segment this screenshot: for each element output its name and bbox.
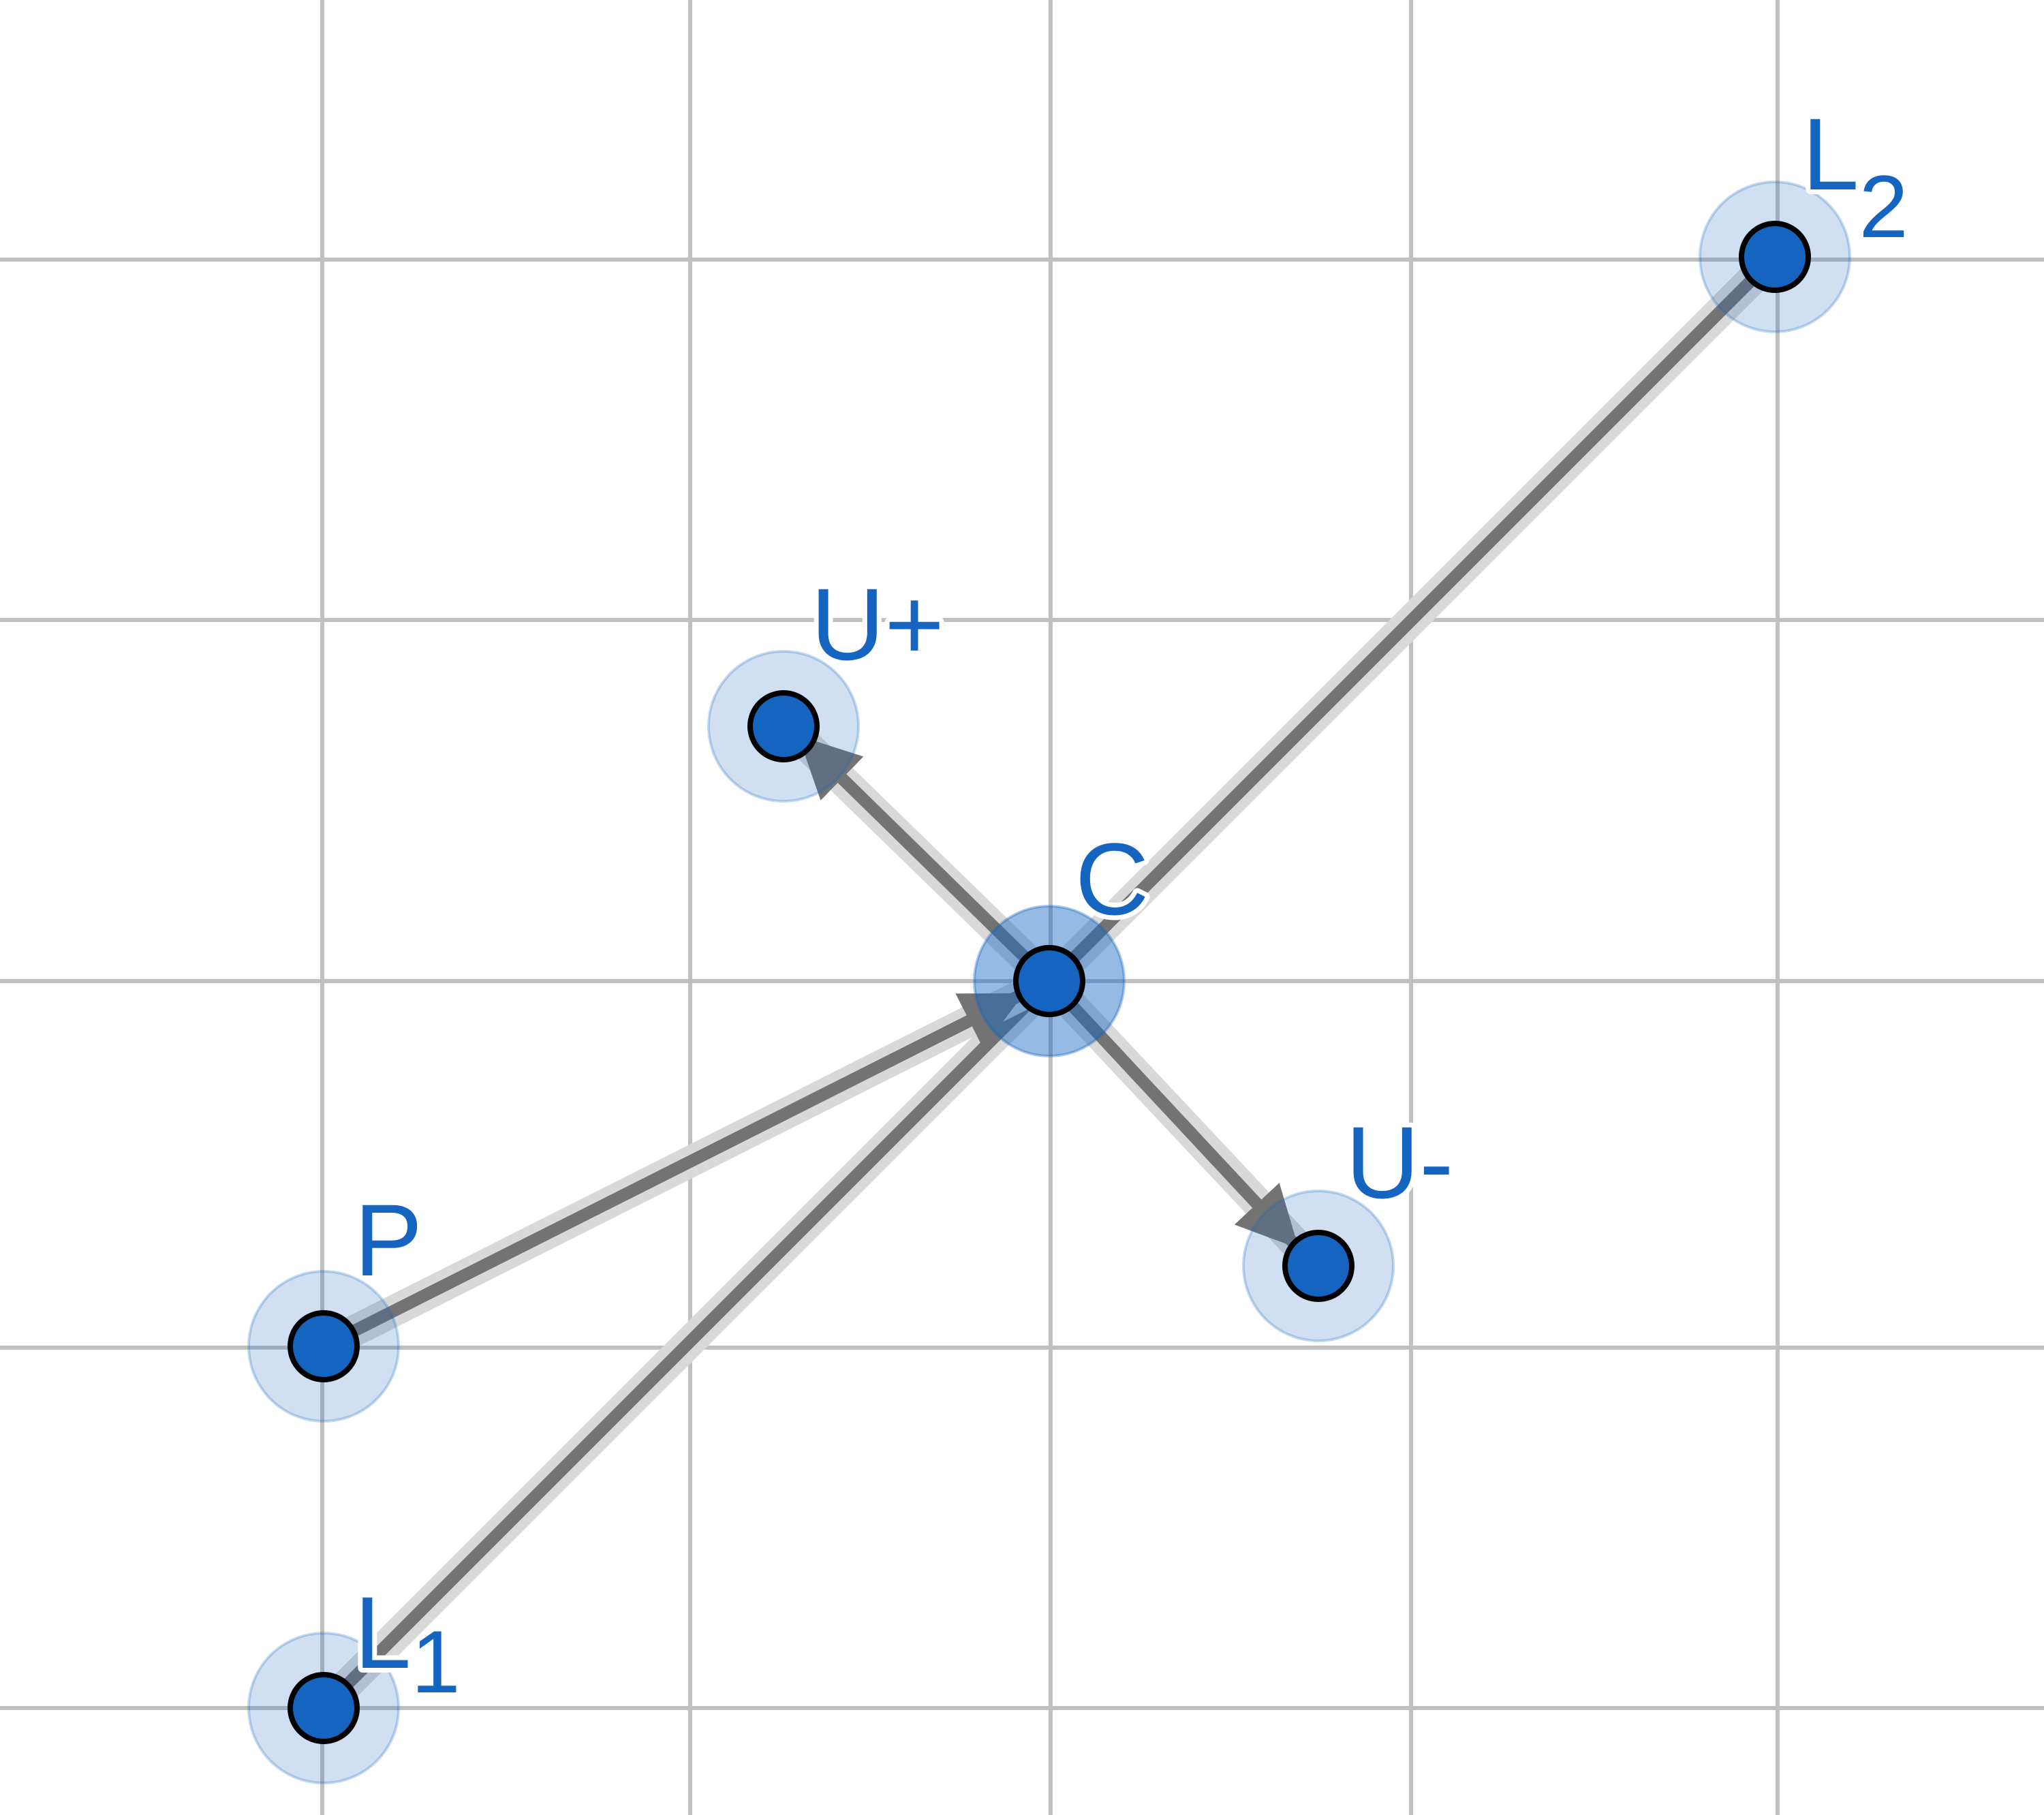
point-uminus[interactable]	[1242, 1190, 1395, 1342]
label-l2-name: L	[1802, 97, 1859, 211]
point-c-dot[interactable]	[1013, 945, 1085, 1017]
point-l1[interactable]	[247, 1632, 400, 1784]
points	[247, 181, 1851, 1784]
label-l2-sub: 2	[1859, 157, 1908, 256]
vector-c-uminus	[1044, 976, 1299, 1249]
point-l2[interactable]	[1699, 181, 1851, 333]
point-c[interactable]	[973, 905, 1126, 1057]
point-p[interactable]	[247, 1270, 400, 1423]
label-l1: L1	[354, 1575, 461, 1711]
point-uplus[interactable]	[707, 650, 860, 803]
vector-c-uplus	[798, 735, 1054, 986]
label-l2: L2	[1802, 97, 1908, 256]
point-uplus-dot[interactable]	[747, 690, 820, 762]
segments	[308, 241, 1791, 1724]
vector-p-c	[320, 990, 1025, 1352]
label-c: C	[1075, 822, 1149, 936]
labels: L1 L2 P C U+ U-	[350, 92, 1913, 1716]
point-l2-dot[interactable]	[1739, 221, 1811, 293]
label-uminus: U-	[1346, 1105, 1453, 1220]
label-p: P	[354, 1183, 422, 1297]
point-p-dot[interactable]	[288, 1310, 360, 1382]
label-l1-name: L	[354, 1575, 411, 1690]
point-l1-dot[interactable]	[288, 1672, 360, 1744]
point-uminus-dot[interactable]	[1282, 1230, 1354, 1302]
label-l1-sub: 1	[411, 1612, 460, 1711]
label-uplus: U+	[811, 567, 944, 681]
